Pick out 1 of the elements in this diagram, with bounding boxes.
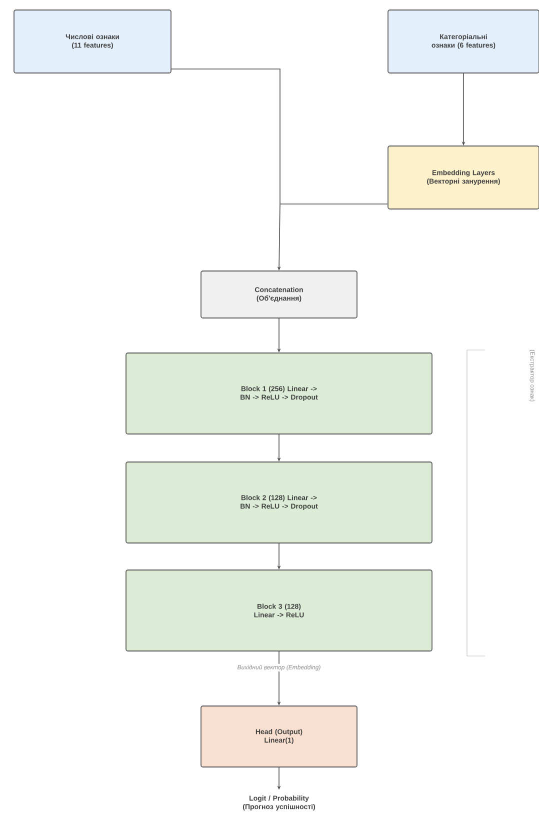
connector-line [171,68,280,204]
